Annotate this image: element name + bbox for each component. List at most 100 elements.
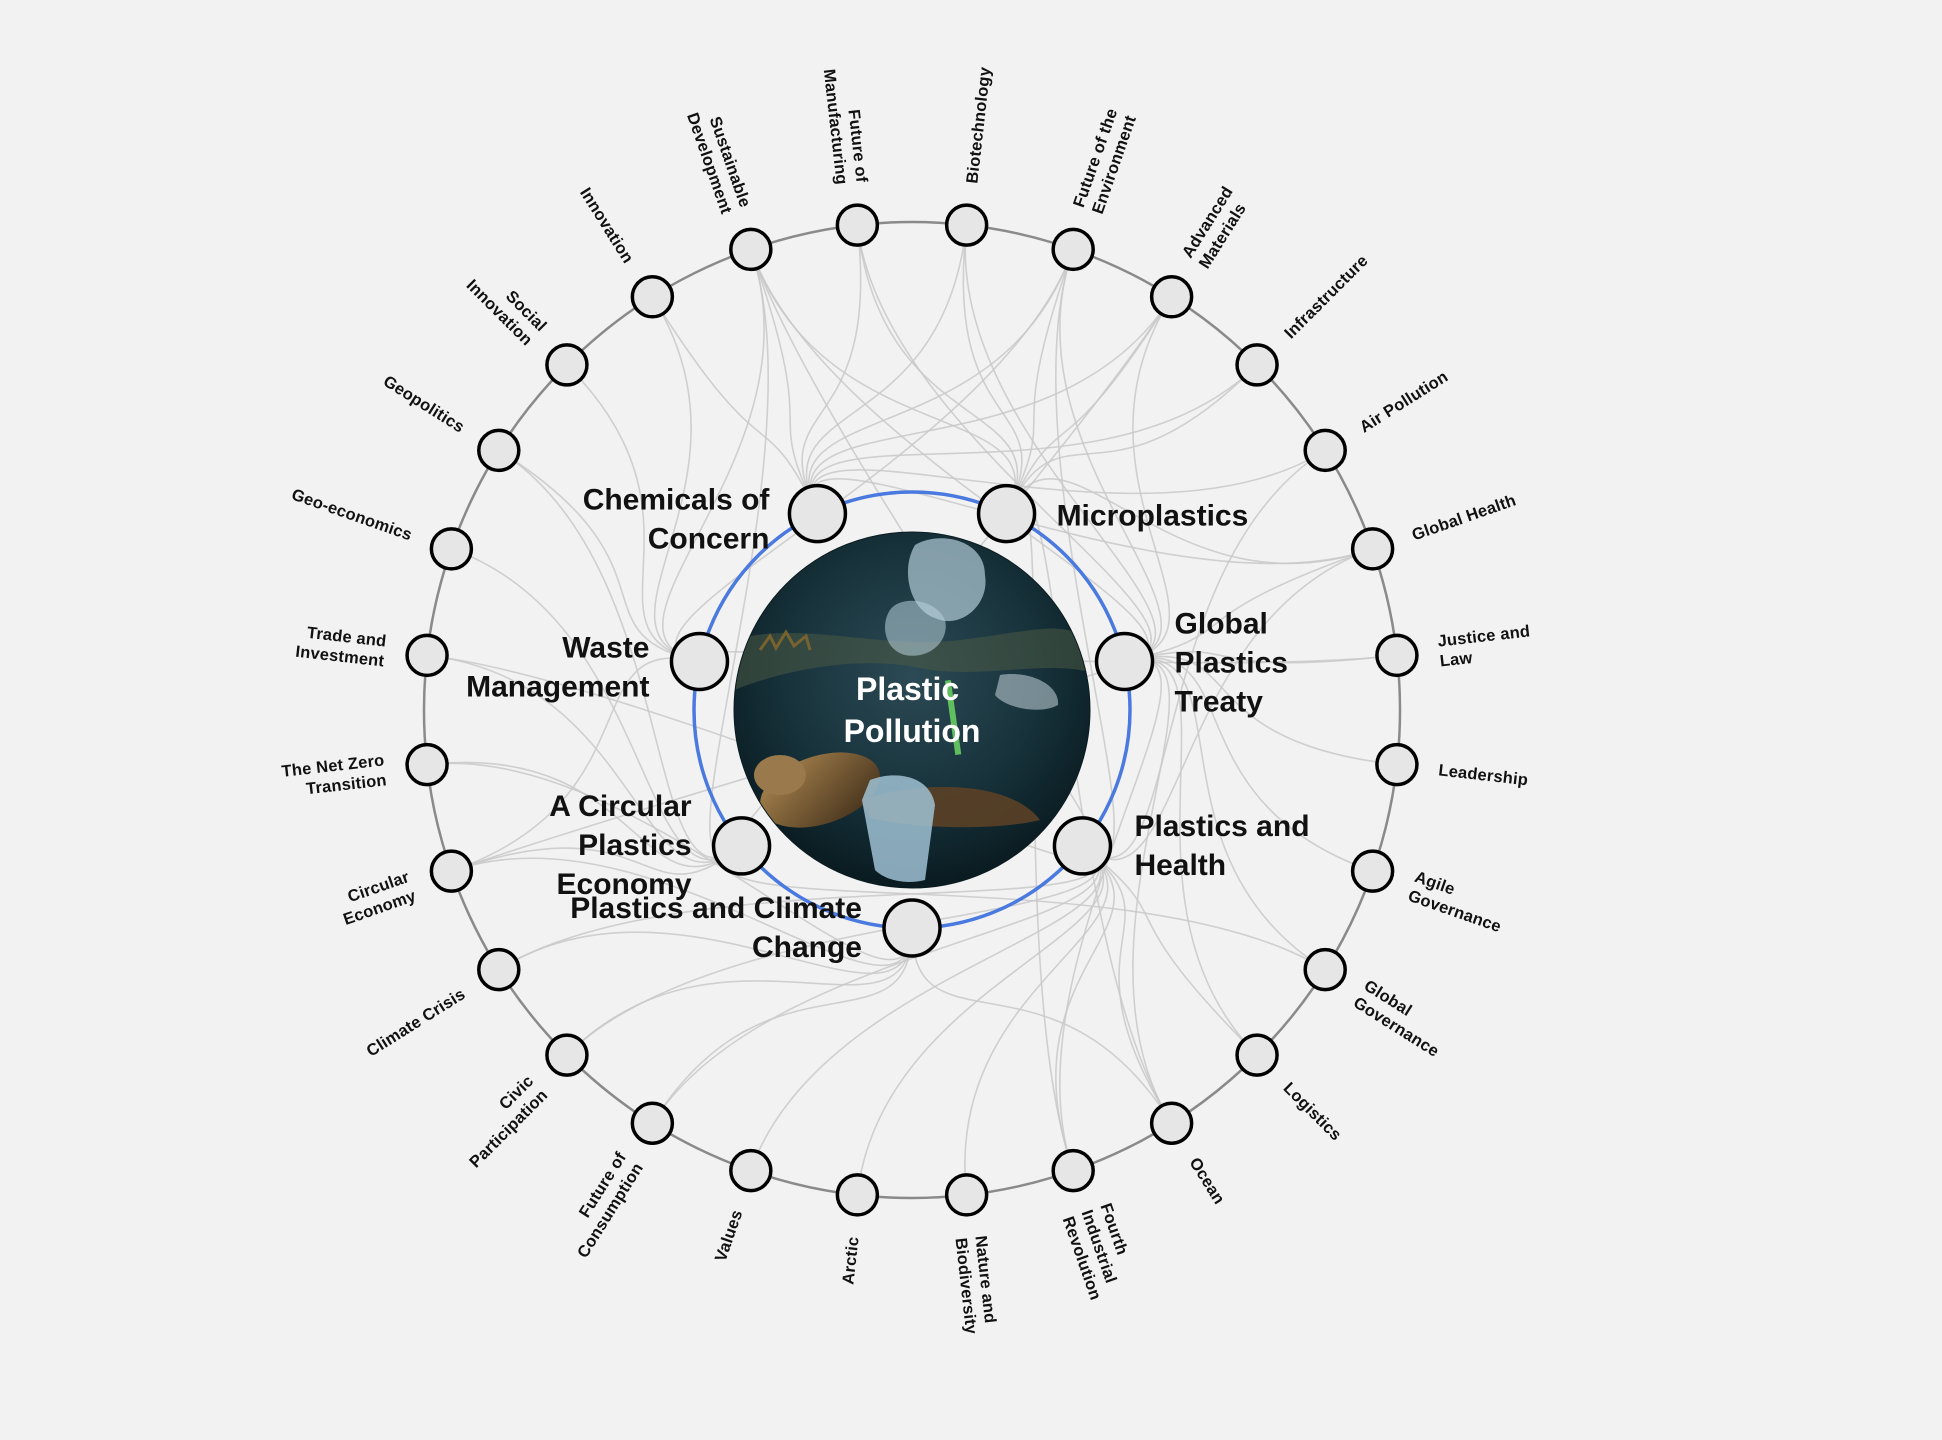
topic-node-circle[interactable] (429, 527, 474, 571)
topic-node-circle[interactable] (405, 633, 449, 678)
link-globgov-treaty (1124, 658, 1326, 971)
topic-node-circle[interactable] (630, 275, 675, 319)
topic-node-circle[interactable] (545, 343, 589, 387)
topic-futcons[interactable]: Future ofConsumption (557, 1101, 675, 1261)
topic-globgov[interactable]: GlobalGovernance (1303, 947, 1453, 1061)
topic-label: FourthIndustrialRevolution (1059, 1201, 1143, 1303)
link-socinn-waste (566, 364, 700, 663)
topic-logistics[interactable]: Logistics (1235, 1033, 1345, 1144)
topic-netzero[interactable]: The Net ZeroTransition (281, 742, 449, 801)
topic-trade[interactable]: Trade andInvestment (295, 623, 449, 678)
link-civic-climate (566, 927, 913, 1056)
link-infra-chem (810, 364, 1258, 514)
topic-node-circle[interactable] (1149, 1101, 1194, 1145)
topic-node-circle[interactable] (944, 203, 989, 247)
topic-airpol[interactable]: Air Pollution (1303, 368, 1452, 473)
topic-label: Innovation (576, 185, 637, 267)
topic-values[interactable]: Values (712, 1148, 773, 1264)
topic-node-circle[interactable] (1350, 849, 1395, 893)
topic-label: Future of theEnvironment (1070, 106, 1140, 216)
link-advmat-treaty (1124, 296, 1173, 663)
link-4ir-health (1054, 845, 1115, 1171)
link-futman-micro (856, 224, 1019, 514)
topic-arctic[interactable]: Arctic (835, 1173, 880, 1286)
link-futman-chem (801, 224, 862, 514)
topic-agile[interactable]: AgileGovernance (1350, 849, 1510, 936)
topic-climcrisis[interactable]: Climate Crisis (363, 947, 521, 1061)
topic-justice[interactable]: Justice andLaw (1375, 622, 1534, 678)
center-hub-plastic-pollution[interactable]: Plastic Pollution (733, 531, 1091, 889)
topic-node-circle[interactable] (944, 1173, 989, 1217)
topic-node-circle[interactable] (1235, 343, 1279, 387)
link-futenv-treaty (1059, 249, 1162, 663)
subtopic-label: Microplastics (1057, 500, 1249, 533)
topic-infra[interactable]: Infrastructure (1235, 252, 1372, 387)
topic-circecon[interactable]: CircularEconomy (334, 849, 474, 929)
subtopic-node-circle[interactable] (882, 898, 942, 958)
topic-node-circle[interactable] (429, 849, 474, 893)
topic-innov[interactable]: Innovation (576, 185, 675, 319)
topic-node-circle[interactable] (630, 1101, 675, 1145)
topic-node-circle[interactable] (545, 1033, 589, 1077)
topic-4ir[interactable]: FourthIndustrialRevolution (1051, 1148, 1143, 1303)
link-infra-micro (1005, 364, 1258, 514)
link-logistics-treaty (1124, 658, 1258, 1056)
topic-civic[interactable]: CivicParticipation (452, 1033, 589, 1171)
topic-node-circle[interactable] (835, 203, 880, 247)
topic-label: Justice andLaw (1437, 622, 1534, 670)
topic-label: Air Pollution (1357, 368, 1452, 437)
topic-node-circle[interactable] (729, 227, 773, 272)
topic-node-circle[interactable] (405, 742, 449, 787)
topic-node-circle[interactable] (1375, 633, 1419, 678)
topic-geoecon[interactable]: Geo-economics (289, 486, 474, 571)
topic-biotech[interactable]: Biotechnology (944, 65, 995, 247)
outer-ring (422, 220, 1402, 1200)
subtopic-micro[interactable]: Microplastics (976, 483, 1249, 544)
topic-node-circle[interactable] (1051, 1148, 1095, 1193)
topic-node-circle[interactable] (477, 428, 521, 473)
link-nature-health (964, 845, 1109, 1196)
topic-node-circle[interactable] (1350, 527, 1395, 571)
topic-geopol[interactable]: Geopolitics (380, 372, 521, 473)
topic-node-circle[interactable] (835, 1173, 880, 1217)
topic-nature[interactable]: Nature andBiodiversity (944, 1173, 1001, 1336)
link-biotech-chem (805, 224, 968, 514)
topic-label: Future ofConsumption (557, 1149, 647, 1261)
link-ocean-health (1081, 845, 1173, 1124)
topic-label: GlobalGovernance (1350, 977, 1453, 1061)
link-advmat-chem (809, 296, 1173, 514)
subtopic-node-circle[interactable] (976, 483, 1037, 544)
topic-node-circle[interactable] (1303, 947, 1347, 992)
topic-socinn[interactable]: SocialInnovation (463, 262, 589, 387)
link-justice-treaty (1124, 650, 1398, 664)
topic-leader[interactable]: Leadership (1375, 742, 1529, 790)
topic-node-circle[interactable] (729, 1148, 773, 1193)
topic-node-circle[interactable] (477, 947, 521, 992)
topic-label: Future ofManufacturing (820, 66, 871, 186)
topic-node-circle[interactable] (1235, 1033, 1279, 1077)
topic-globhealth[interactable]: Global Health (1350, 491, 1519, 571)
topic-node-circle[interactable] (1149, 275, 1194, 319)
topic-ocean[interactable]: Ocean (1149, 1101, 1228, 1208)
topic-futman[interactable]: Future ofManufacturing (820, 66, 880, 247)
subtopic-node-circle[interactable] (1052, 816, 1113, 876)
topic-futenv[interactable]: Future of theEnvironment (1051, 106, 1140, 272)
link-netzero-circular (426, 761, 743, 868)
subtopic-node-circle[interactable] (711, 816, 772, 876)
subtopic-node-circle[interactable] (787, 483, 848, 544)
topic-susdev[interactable]: SustainableDevelopment (683, 104, 773, 272)
topic-advmat[interactable]: AdvancedMaterials (1149, 184, 1254, 319)
subtopic-node-circle[interactable] (1094, 631, 1155, 692)
topic-node-circle[interactable] (1375, 742, 1419, 787)
topic-node-circle[interactable] (1051, 227, 1095, 272)
subtopic-node-circle[interactable] (669, 631, 730, 692)
topic-node-circle[interactable] (1303, 428, 1347, 473)
